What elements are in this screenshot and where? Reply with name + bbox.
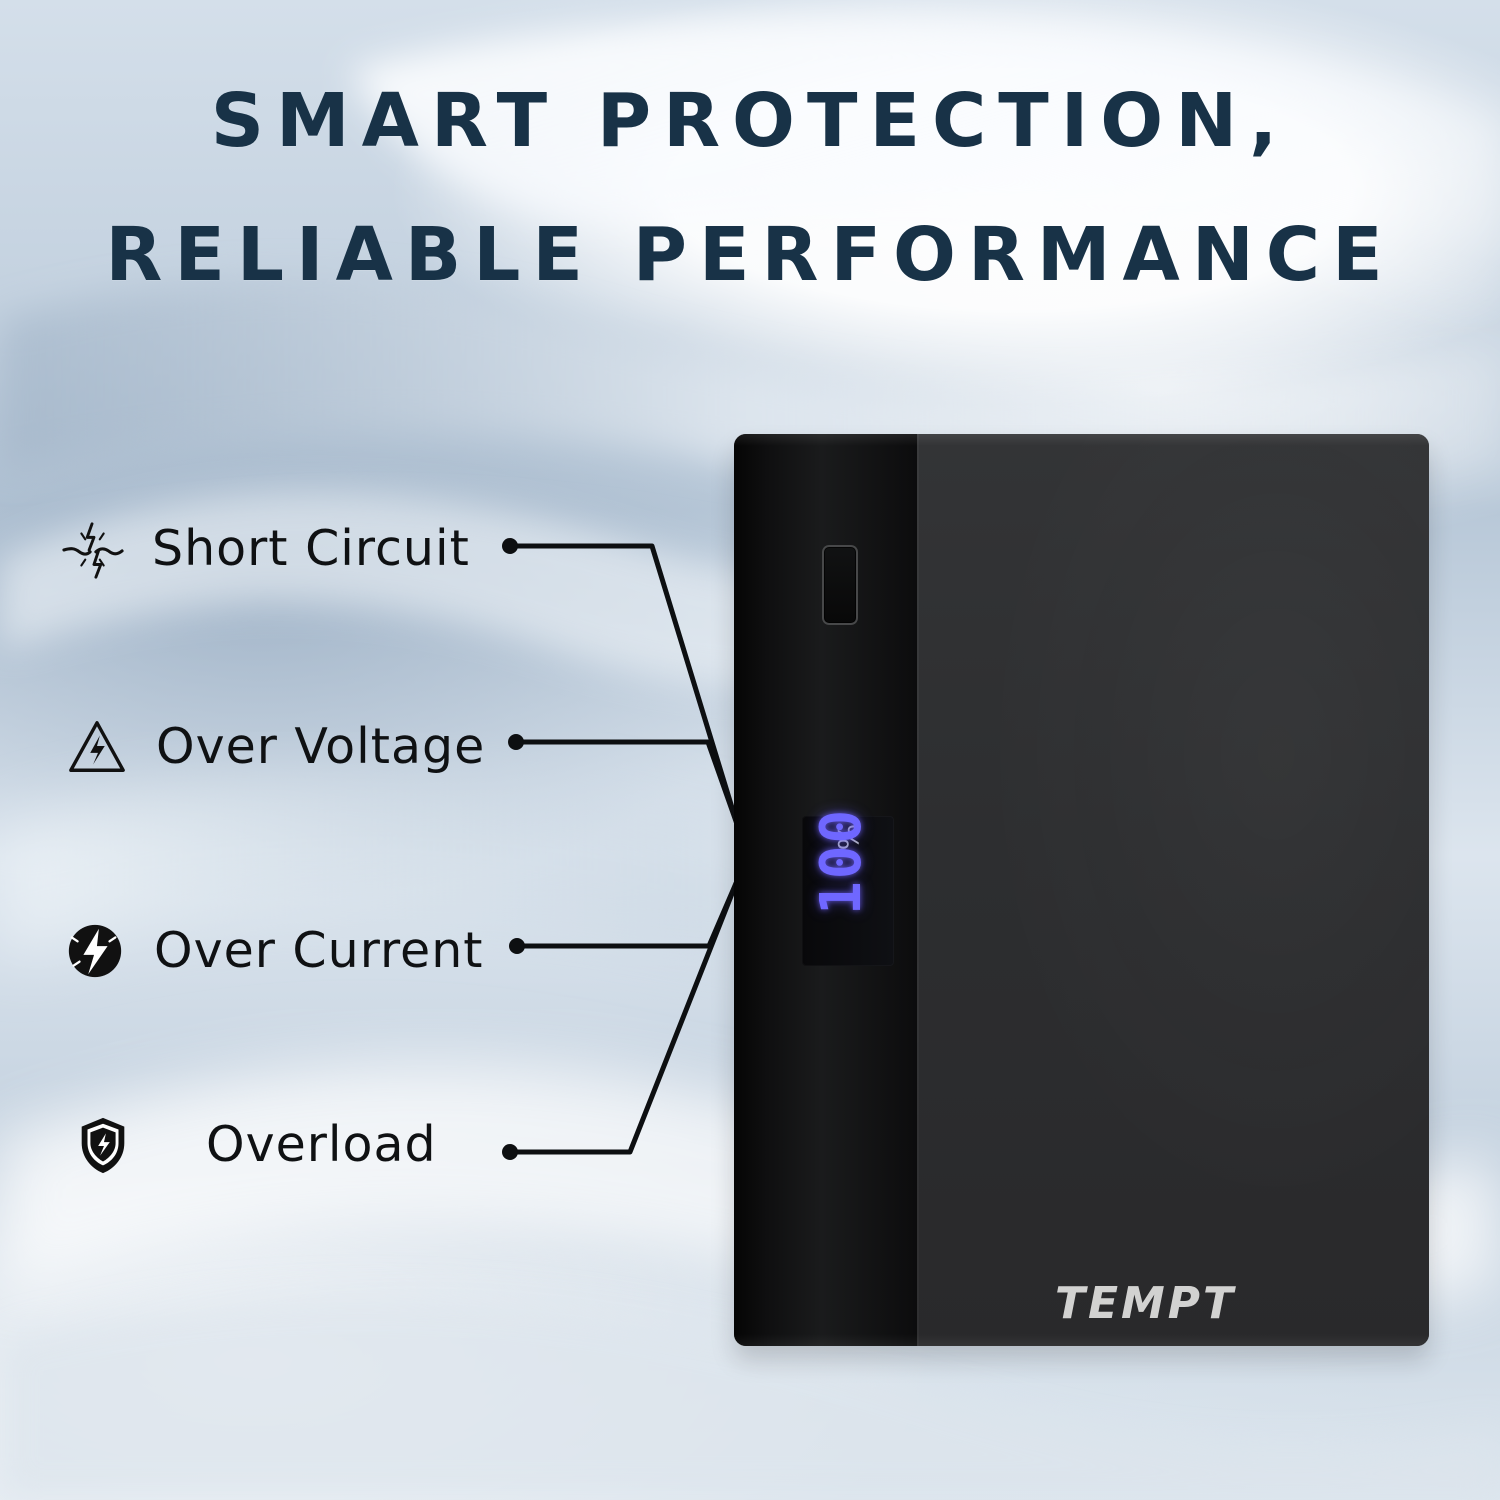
battery-display-screen	[802, 816, 894, 966]
callout-line-overload	[507, 878, 740, 1155]
feature-label-over-current: Over Current	[154, 922, 484, 979]
feature-label-overload: Overload	[206, 1116, 437, 1173]
feature-short-circuit: Short Circuit	[62, 518, 470, 580]
power-bank-image: % 100 TEMPT	[734, 434, 1429, 1346]
headline-line-1: SMART PROTECTION,	[210, 78, 1290, 164]
power-bank-body: % 100 TEMPT	[734, 434, 1429, 1346]
callout-line-over-current	[514, 878, 740, 949]
battery-percent-value: 100	[809, 807, 874, 915]
short-circuit-icon	[62, 518, 124, 580]
brand-logo: TEMPT	[1054, 1278, 1237, 1329]
battery-percent-symbol: %	[832, 823, 865, 851]
headline-line-2: RELIABLE PERFORMANCE	[105, 212, 1395, 298]
callout-line-over-voltage	[513, 739, 740, 827]
callout-dot-over-current	[509, 938, 525, 954]
callout-dot-short-circuit	[502, 538, 518, 554]
feature-label-short-circuit: Short Circuit	[152, 520, 470, 577]
power-bank-top-edge	[734, 434, 1429, 446]
lightning-bolt-icon	[64, 920, 126, 982]
callout-dot-over-voltage	[508, 734, 524, 750]
power-bank-bottom-edge	[734, 1334, 1429, 1346]
feature-label-over-voltage: Over Voltage	[156, 718, 486, 775]
battery-display: % 100	[802, 808, 894, 966]
shield-bolt-icon	[72, 1114, 134, 1176]
feature-over-current: Over Current	[64, 920, 483, 982]
callout-line-short-circuit	[507, 543, 740, 827]
warning-triangle-icon	[66, 716, 128, 778]
callout-dot-overload	[502, 1144, 518, 1160]
power-button	[822, 545, 858, 625]
feature-overload: Overload	[72, 1114, 437, 1176]
feature-over-voltage: Over Voltage	[66, 716, 485, 778]
